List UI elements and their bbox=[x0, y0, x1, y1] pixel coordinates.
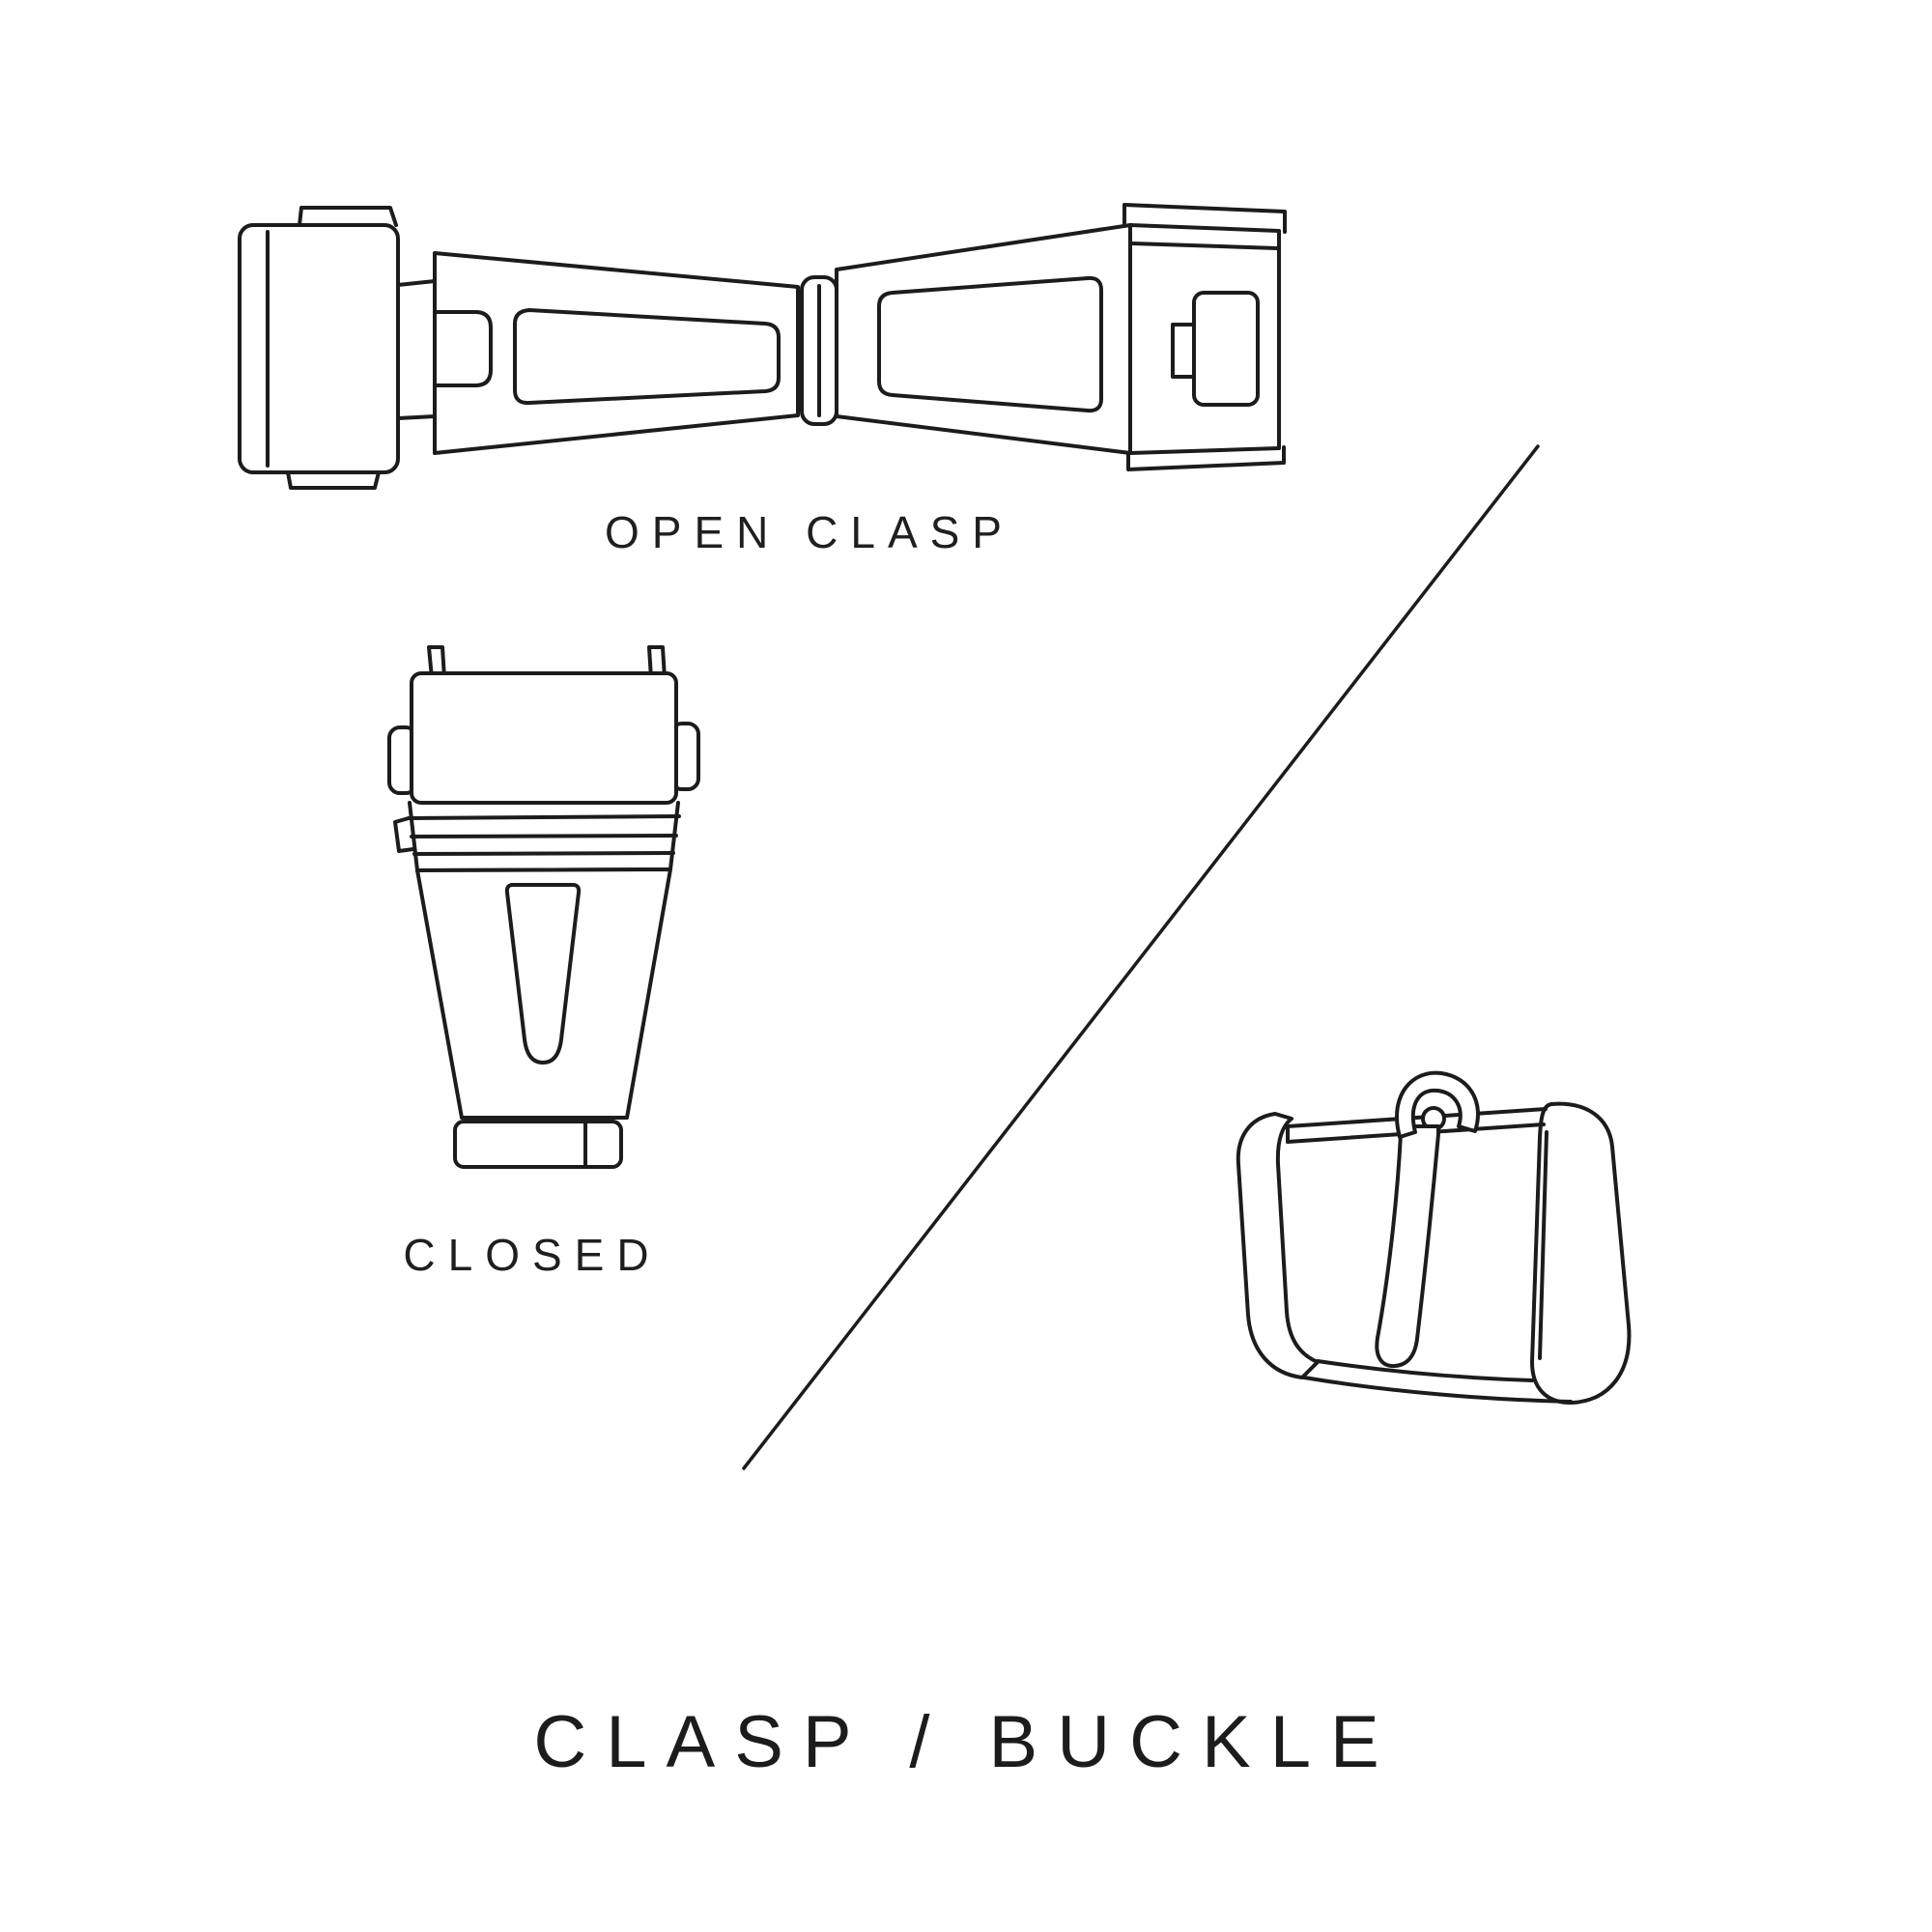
closed-clasp-body bbox=[415, 867, 672, 1120]
closed-clasp-illustration bbox=[387, 645, 700, 1169]
open-clasp-neck bbox=[396, 279, 437, 420]
closed-clasp-inner-recess bbox=[504, 883, 582, 1065]
buckle-bottom-band bbox=[1302, 1359, 1573, 1404]
buckle-illustration bbox=[1236, 1070, 1632, 1406]
closed-clasp-label: CLOSED bbox=[403, 1230, 662, 1280]
buckle-tongue bbox=[1375, 1124, 1440, 1369]
closed-clasp-prongs bbox=[427, 645, 667, 680]
open-clasp-illustration bbox=[238, 203, 1287, 490]
closed-clasp-cover bbox=[410, 671, 678, 805]
divider-line bbox=[742, 444, 1540, 1470]
open-clasp-hinge bbox=[800, 275, 838, 426]
closed-clasp-base bbox=[453, 1120, 623, 1169]
open-clasp-left-endcap bbox=[238, 206, 400, 490]
closed-clasp-band bbox=[393, 801, 681, 872]
buckle-right-side bbox=[1530, 1101, 1632, 1406]
buckle-left-side bbox=[1236, 1112, 1320, 1379]
open-clasp-left-link bbox=[433, 251, 800, 455]
page-title: CLASP / BUCKLE bbox=[533, 1701, 1399, 1783]
buckle-tongue-loop bbox=[1395, 1070, 1480, 1139]
open-clasp-right-endcap bbox=[1122, 203, 1287, 471]
open-clasp-label: OPEN CLASP bbox=[605, 507, 1014, 557]
open-clasp-right-link bbox=[835, 223, 1132, 455]
